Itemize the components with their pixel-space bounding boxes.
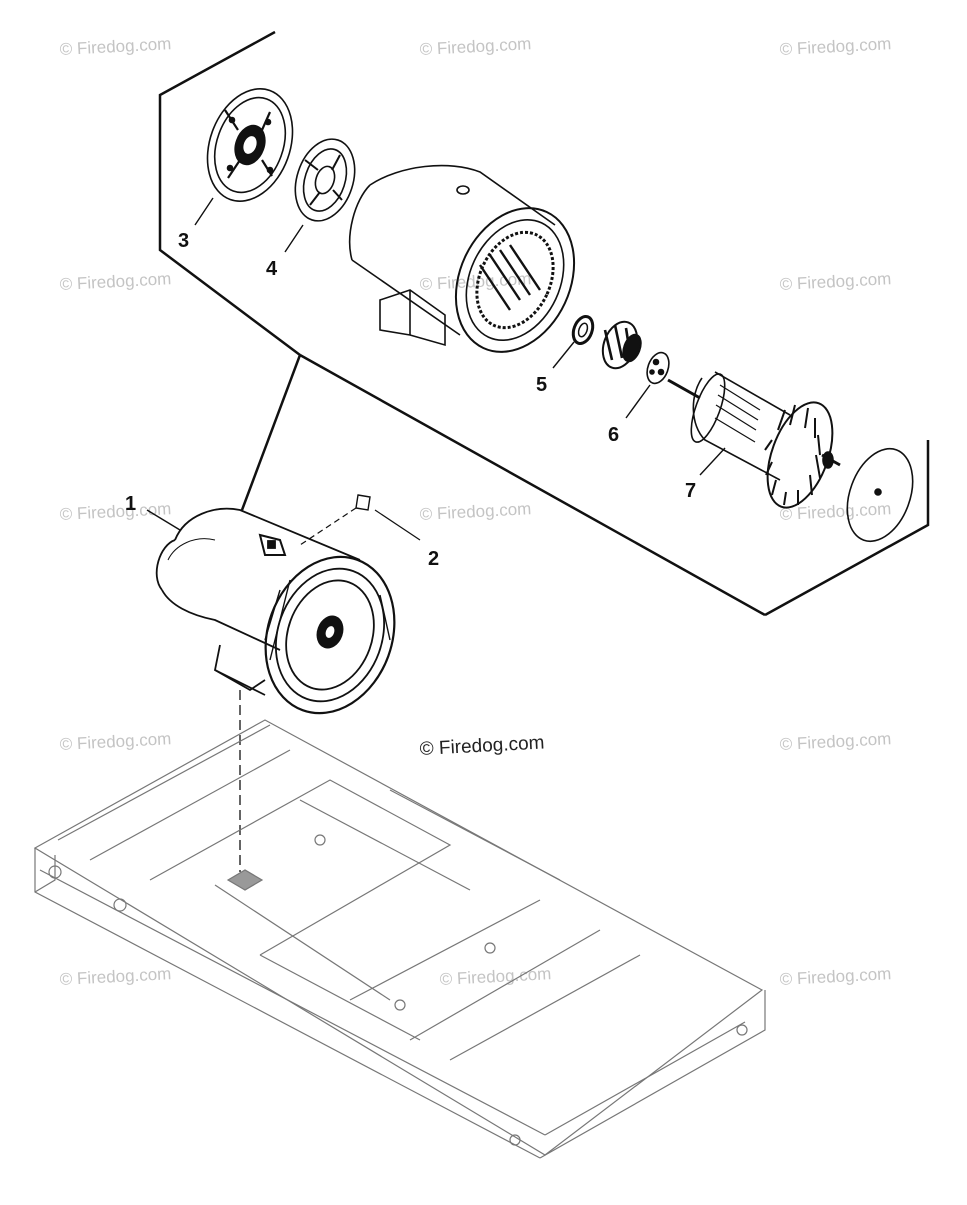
callout-6: 6 [608, 424, 619, 446]
watermark-row5-right: © Firedog.com [779, 964, 892, 989]
part-exciter-stator [294, 138, 356, 222]
part-end-bell [206, 88, 294, 202]
callout-5: 5 [536, 374, 547, 396]
exploded-view-frame [158, 30, 930, 617]
callout-7: 7 [685, 480, 696, 502]
watermark-top-center: © Firedog.com [419, 34, 532, 59]
watermark-row2-right: © Firedog.com [779, 269, 892, 294]
leader-6 [625, 384, 651, 419]
leader-1 [146, 509, 181, 531]
frame-right-edge [764, 440, 930, 617]
watermark-row3-right: © Firedog.com [779, 499, 892, 524]
part-generator-assembly [155, 507, 396, 715]
frame-bottom-edge [299, 353, 766, 617]
part-stator-housing [348, 164, 576, 353]
watermark-center-main: © Firedog.com [419, 732, 545, 760]
watermark-top-right: © Firedog.com [779, 34, 892, 59]
leader-3 [194, 197, 214, 226]
watermark-row4-right: © Firedog.com [779, 729, 892, 754]
watermark-row4-left: © Firedog.com [59, 729, 172, 754]
leader-7 [699, 447, 726, 476]
part-rectifier [646, 351, 670, 385]
part-bearing [571, 314, 595, 346]
leader-4 [284, 224, 304, 253]
part-rotor [667, 371, 914, 543]
part-decal [299, 494, 421, 546]
callout-1: 1 [125, 493, 136, 515]
callout-3: 3 [178, 230, 189, 252]
watermark-row3-center: © Firedog.com [419, 499, 532, 524]
watermark-row2-left: © Firedog.com [59, 269, 172, 294]
callouts: 1 2 3 4 5 6 7 [125, 230, 696, 570]
watermark-top-left: © Firedog.com [59, 34, 172, 59]
part-exciter-armature [601, 320, 642, 370]
watermark-row5-left: © Firedog.com [59, 964, 172, 989]
watermark-row3-left: © Firedog.com [59, 499, 172, 524]
watermarks: © Firedog.com © Firedog.com © Firedog.co… [59, 34, 892, 989]
frame-left-edge [158, 30, 301, 356]
callout-4: 4 [266, 258, 278, 280]
callout-leaders [146, 197, 726, 531]
frame-leader-to-generator [240, 354, 302, 511]
leader-5 [552, 341, 575, 369]
callout-2: 2 [428, 548, 439, 570]
part-base-frame [33, 719, 766, 1159]
